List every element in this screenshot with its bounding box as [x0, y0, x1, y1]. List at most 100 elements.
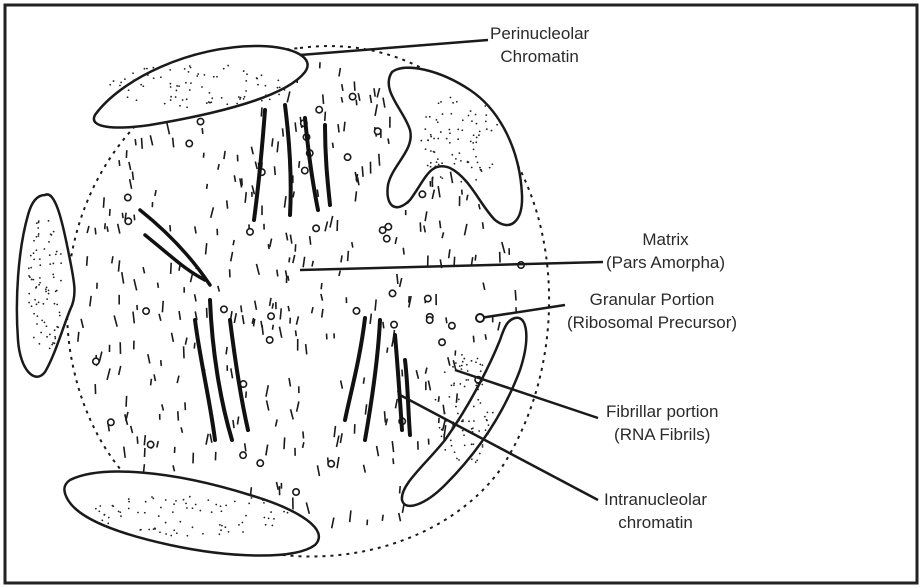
label-text: Intranucleolar	[604, 488, 707, 511]
fibril-dash	[231, 368, 233, 378]
stipple-dot	[473, 406, 475, 408]
stipple-dot	[430, 136, 432, 138]
stipple-dot	[101, 520, 103, 522]
label-perinucleolar-chromatin: Perinucleolar Chromatin	[490, 22, 589, 68]
fibril-dash	[90, 296, 91, 307]
fibril-dash	[211, 207, 214, 217]
fibril-dash	[158, 283, 159, 288]
stipple-dot	[170, 99, 172, 101]
fibril-dash	[341, 97, 342, 102]
fibril-dash	[440, 221, 441, 229]
stipple-dot	[441, 162, 443, 164]
stipple-dot	[467, 370, 469, 372]
stipple-dot	[446, 138, 448, 140]
fibril-dash	[103, 197, 104, 208]
stipple-dot	[463, 358, 465, 360]
stipple-dot	[182, 99, 184, 101]
fibril-dash	[179, 311, 180, 320]
fibril-dash	[277, 141, 278, 152]
stipple-dot	[196, 75, 198, 77]
fibril-dash	[137, 436, 138, 443]
stipple-dot	[31, 279, 33, 281]
stipple-dot	[160, 507, 162, 509]
fibril-dash	[284, 437, 285, 449]
stipple-dot	[473, 134, 475, 136]
fibril-dash	[479, 204, 480, 209]
fibril-dash	[284, 196, 286, 208]
stipple-dot	[269, 98, 271, 100]
fibril-dash	[448, 357, 450, 366]
stipple-dot	[479, 364, 481, 366]
stipple-dot	[107, 523, 109, 525]
granule	[379, 227, 385, 233]
stipple-dot	[461, 365, 463, 367]
granule	[425, 295, 431, 301]
stipple-dot	[462, 361, 464, 363]
fibril-dash	[456, 393, 457, 402]
stipple-dot	[192, 507, 194, 509]
stipple-dot	[271, 525, 273, 527]
fibril-dash	[312, 261, 313, 267]
fibril-dash	[118, 260, 119, 271]
stipple-dot	[128, 501, 130, 503]
stipple-dot	[54, 336, 56, 338]
fibril-dash	[276, 419, 278, 426]
stipple-dot	[279, 86, 281, 88]
stipple-dot	[440, 101, 442, 103]
fibril-dash	[354, 81, 355, 90]
stipple-dot	[470, 110, 472, 112]
stipple-dot	[54, 342, 56, 344]
stipple-dot	[197, 73, 199, 75]
stipple-dot	[148, 529, 150, 531]
stipple-dot	[176, 85, 178, 87]
fibril-dash	[162, 404, 164, 410]
stipple-dot	[32, 279, 34, 281]
stipple-dot	[112, 505, 114, 507]
stipple-dot	[436, 161, 438, 163]
fibril-dash	[142, 138, 143, 149]
fibril-dash	[402, 370, 403, 377]
stipple-dot	[438, 102, 440, 104]
stipple-dot	[56, 326, 58, 328]
stipple-dot	[244, 96, 246, 98]
stipple-dot	[482, 444, 484, 446]
stipple-dot	[211, 97, 213, 99]
stipple-dot	[36, 236, 38, 238]
stipple-dot	[189, 65, 191, 67]
stipple-dot	[424, 128, 426, 130]
stipple-dot	[479, 453, 481, 455]
stipple-dot	[48, 293, 50, 295]
stipple-dot	[472, 443, 474, 445]
fibril-dash	[207, 184, 208, 189]
stipple-dot	[243, 98, 245, 100]
granular-pointer-dot	[476, 314, 484, 322]
stipple-dot	[60, 253, 62, 255]
stipple-dot	[236, 103, 238, 105]
fibril-dash	[266, 385, 268, 397]
stipple-dot	[450, 439, 452, 441]
label-text: Perinucleolar	[490, 22, 589, 45]
fibril-dash	[332, 518, 334, 529]
granule	[293, 489, 299, 495]
fibril-dash	[355, 172, 357, 182]
fibril-dash	[323, 94, 324, 103]
fibril-dash	[251, 147, 253, 155]
stipple-dot	[477, 162, 479, 164]
stipple-dot	[265, 94, 267, 96]
stipple-dot	[451, 154, 453, 156]
stipple-dot	[33, 313, 35, 315]
fibril-dash	[303, 431, 304, 438]
stipple-dot	[472, 427, 474, 429]
stipple-dot	[221, 525, 223, 527]
stipple-dot	[241, 522, 243, 524]
stipple-dot	[430, 166, 432, 168]
fibril-dash	[177, 376, 179, 383]
stipple-dot	[284, 89, 286, 91]
stipple-dot	[38, 301, 40, 303]
stipple-dot	[449, 132, 451, 134]
fibril-dash	[312, 307, 313, 313]
fibril-dash	[246, 391, 247, 397]
fibril-dash	[393, 458, 394, 464]
stipple-dot	[444, 449, 446, 451]
fibril-dash	[78, 332, 79, 342]
